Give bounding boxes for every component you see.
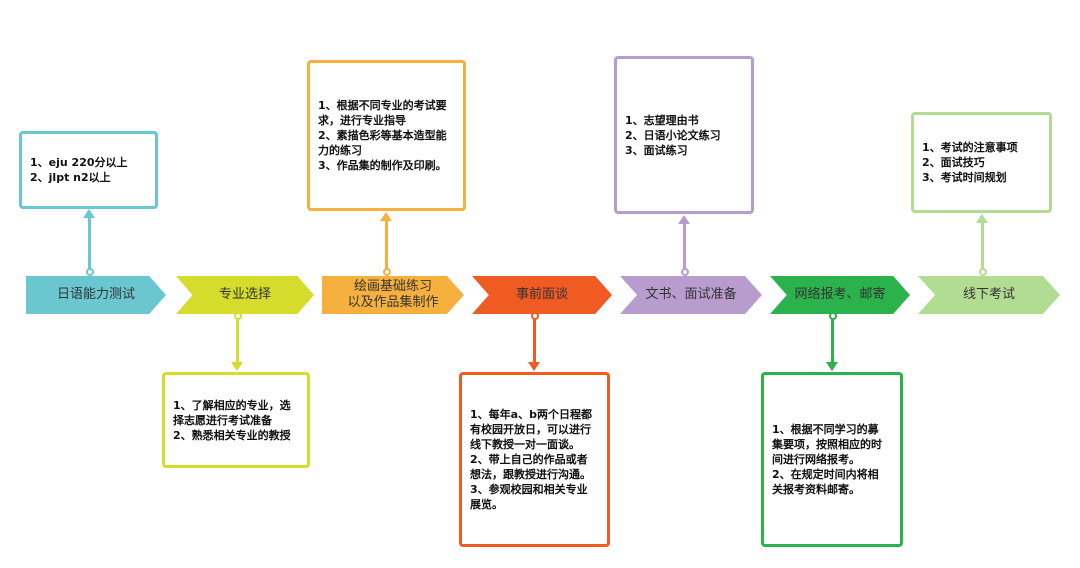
detail-line: 1、了解相应的专业，选 <box>173 398 291 412</box>
step-label: 文书、面试准备 <box>645 287 737 302</box>
detail-line: 求，进行专业指导 <box>318 114 406 127</box>
detail-line: 1、根据不同学习的募 <box>772 423 879 436</box>
connector-arrowhead <box>380 212 392 221</box>
detail-line: 择志愿进行考试准备 <box>173 413 272 427</box>
connector-arrowhead <box>826 362 838 371</box>
detail-line: 3、面试练习 <box>625 143 688 157</box>
detail-line: 1、每年a、b两个日程都 <box>470 408 592 421</box>
connector-node <box>86 268 94 276</box>
step-arrow-documents-interview-prep: 文书、面试准备 <box>620 276 762 314</box>
step-arrow-major-selection: 专业选择 <box>176 276 314 314</box>
detail-line: 1、eju 220分以上 <box>30 156 128 169</box>
detail-line: 想法，跟教授进行沟通。 <box>470 468 591 481</box>
step-arrow-online-application: 网络报考、邮寄 <box>770 276 910 314</box>
connector-node <box>979 268 987 276</box>
detail-line: 2、带上自己的作品或者 <box>470 453 588 466</box>
step-label: 线下考试 <box>962 287 1015 302</box>
detail-line: 2、在规定时间内将相 <box>772 468 879 481</box>
connector-arrowhead <box>678 215 690 224</box>
connector-node <box>829 312 837 320</box>
detail-box-documents-interview-prep: 1、志望理由书 2、日语小论文练习 3、面试练习 <box>614 56 754 214</box>
detail-box-online-application: 1、根据不同学习的募 集要项，按照相应的时 间进行网络报考。 2、在规定时间内将… <box>761 372 903 547</box>
step-arrow-pre-interview: 事前面谈 <box>472 276 612 314</box>
step-label: 事前面谈 <box>515 287 568 302</box>
connector-node <box>531 312 539 320</box>
connector-arrowhead <box>83 209 95 218</box>
step-label: 网络报考、邮寄 <box>794 287 886 302</box>
detail-box-major-selection: 1、了解相应的专业，选 择志愿进行考试准备 2、熟悉相关专业的教授 <box>162 372 310 468</box>
connector-node <box>383 268 391 276</box>
detail-line: 2、熟悉相关专业的教授 <box>173 428 291 442</box>
step-label-line: 以及作品集制作 <box>347 295 439 310</box>
detail-line: 2、素描色彩等基本造型能 <box>318 129 447 142</box>
connector-arrowhead <box>528 362 540 371</box>
detail-line: 2、日语小论文练习 <box>625 128 721 142</box>
detail-line: 3、作品集的制作及印刷。 <box>318 159 447 172</box>
detail-line: 3、考试时间规划 <box>922 171 1007 184</box>
step-arrow-offline-exam: 线下考试 <box>918 276 1060 314</box>
step-label: 日语能力测试 <box>56 287 135 302</box>
detail-line: 1、考试的注意事项 <box>922 141 1018 154</box>
step-label: 专业选择 <box>218 287 271 302</box>
detail-line: 力的练习 <box>318 144 362 157</box>
step-arrow-japanese-test: 日语能力测试 <box>26 276 166 314</box>
detail-line: 2、面试技巧 <box>922 156 985 169</box>
detail-line: 集要项，按照相应的时 <box>772 438 882 451</box>
connector-arrowhead <box>976 214 988 223</box>
connector-line <box>981 219 984 271</box>
detail-line: 3、参观校园和相关专业 <box>470 483 588 496</box>
connector-line <box>831 318 834 368</box>
connector-line <box>533 318 536 368</box>
detail-line: 关报考资料邮寄。 <box>772 483 860 496</box>
step-label-line: 绘画基础练习 <box>353 279 432 294</box>
detail-line: 1、志望理由书 <box>625 113 699 127</box>
connector-arrowhead <box>231 362 243 371</box>
step-arrow-drawing-portfolio: 绘画基础练习 以及作品集制作 <box>322 276 464 314</box>
detail-line: 展览。 <box>470 498 503 511</box>
connector-node <box>234 312 242 320</box>
connector-line <box>683 220 686 271</box>
detail-line: 2、jlpt n2以上 <box>30 171 111 184</box>
detail-box-drawing-portfolio: 1、根据不同专业的考试要 求，进行专业指导 2、素描色彩等基本造型能 力的练习 … <box>307 60 466 211</box>
connector-line <box>88 214 91 271</box>
detail-line: 间进行网络报考。 <box>772 453 860 466</box>
detail-box-offline-exam: 1、考试的注意事项 2、面试技巧 3、考试时间规划 <box>911 112 1052 213</box>
detail-box-japanese-test: 1、eju 220分以上 2、jlpt n2以上 <box>19 131 158 209</box>
connector-line <box>236 318 239 368</box>
step-label-group: 绘画基础练习 以及作品集制作 <box>347 279 438 311</box>
connector-node <box>681 268 689 276</box>
detail-line: 线下教授一对一面谈。 <box>470 438 580 451</box>
detail-box-pre-interview: 1、每年a、b两个日程都 有校园开放日，可以进行 线下教授一对一面谈。 2、带上… <box>459 372 610 547</box>
detail-line: 1、根据不同专业的考试要 <box>318 99 447 112</box>
connector-line <box>385 217 388 271</box>
detail-line: 有校园开放日，可以进行 <box>470 423 591 436</box>
